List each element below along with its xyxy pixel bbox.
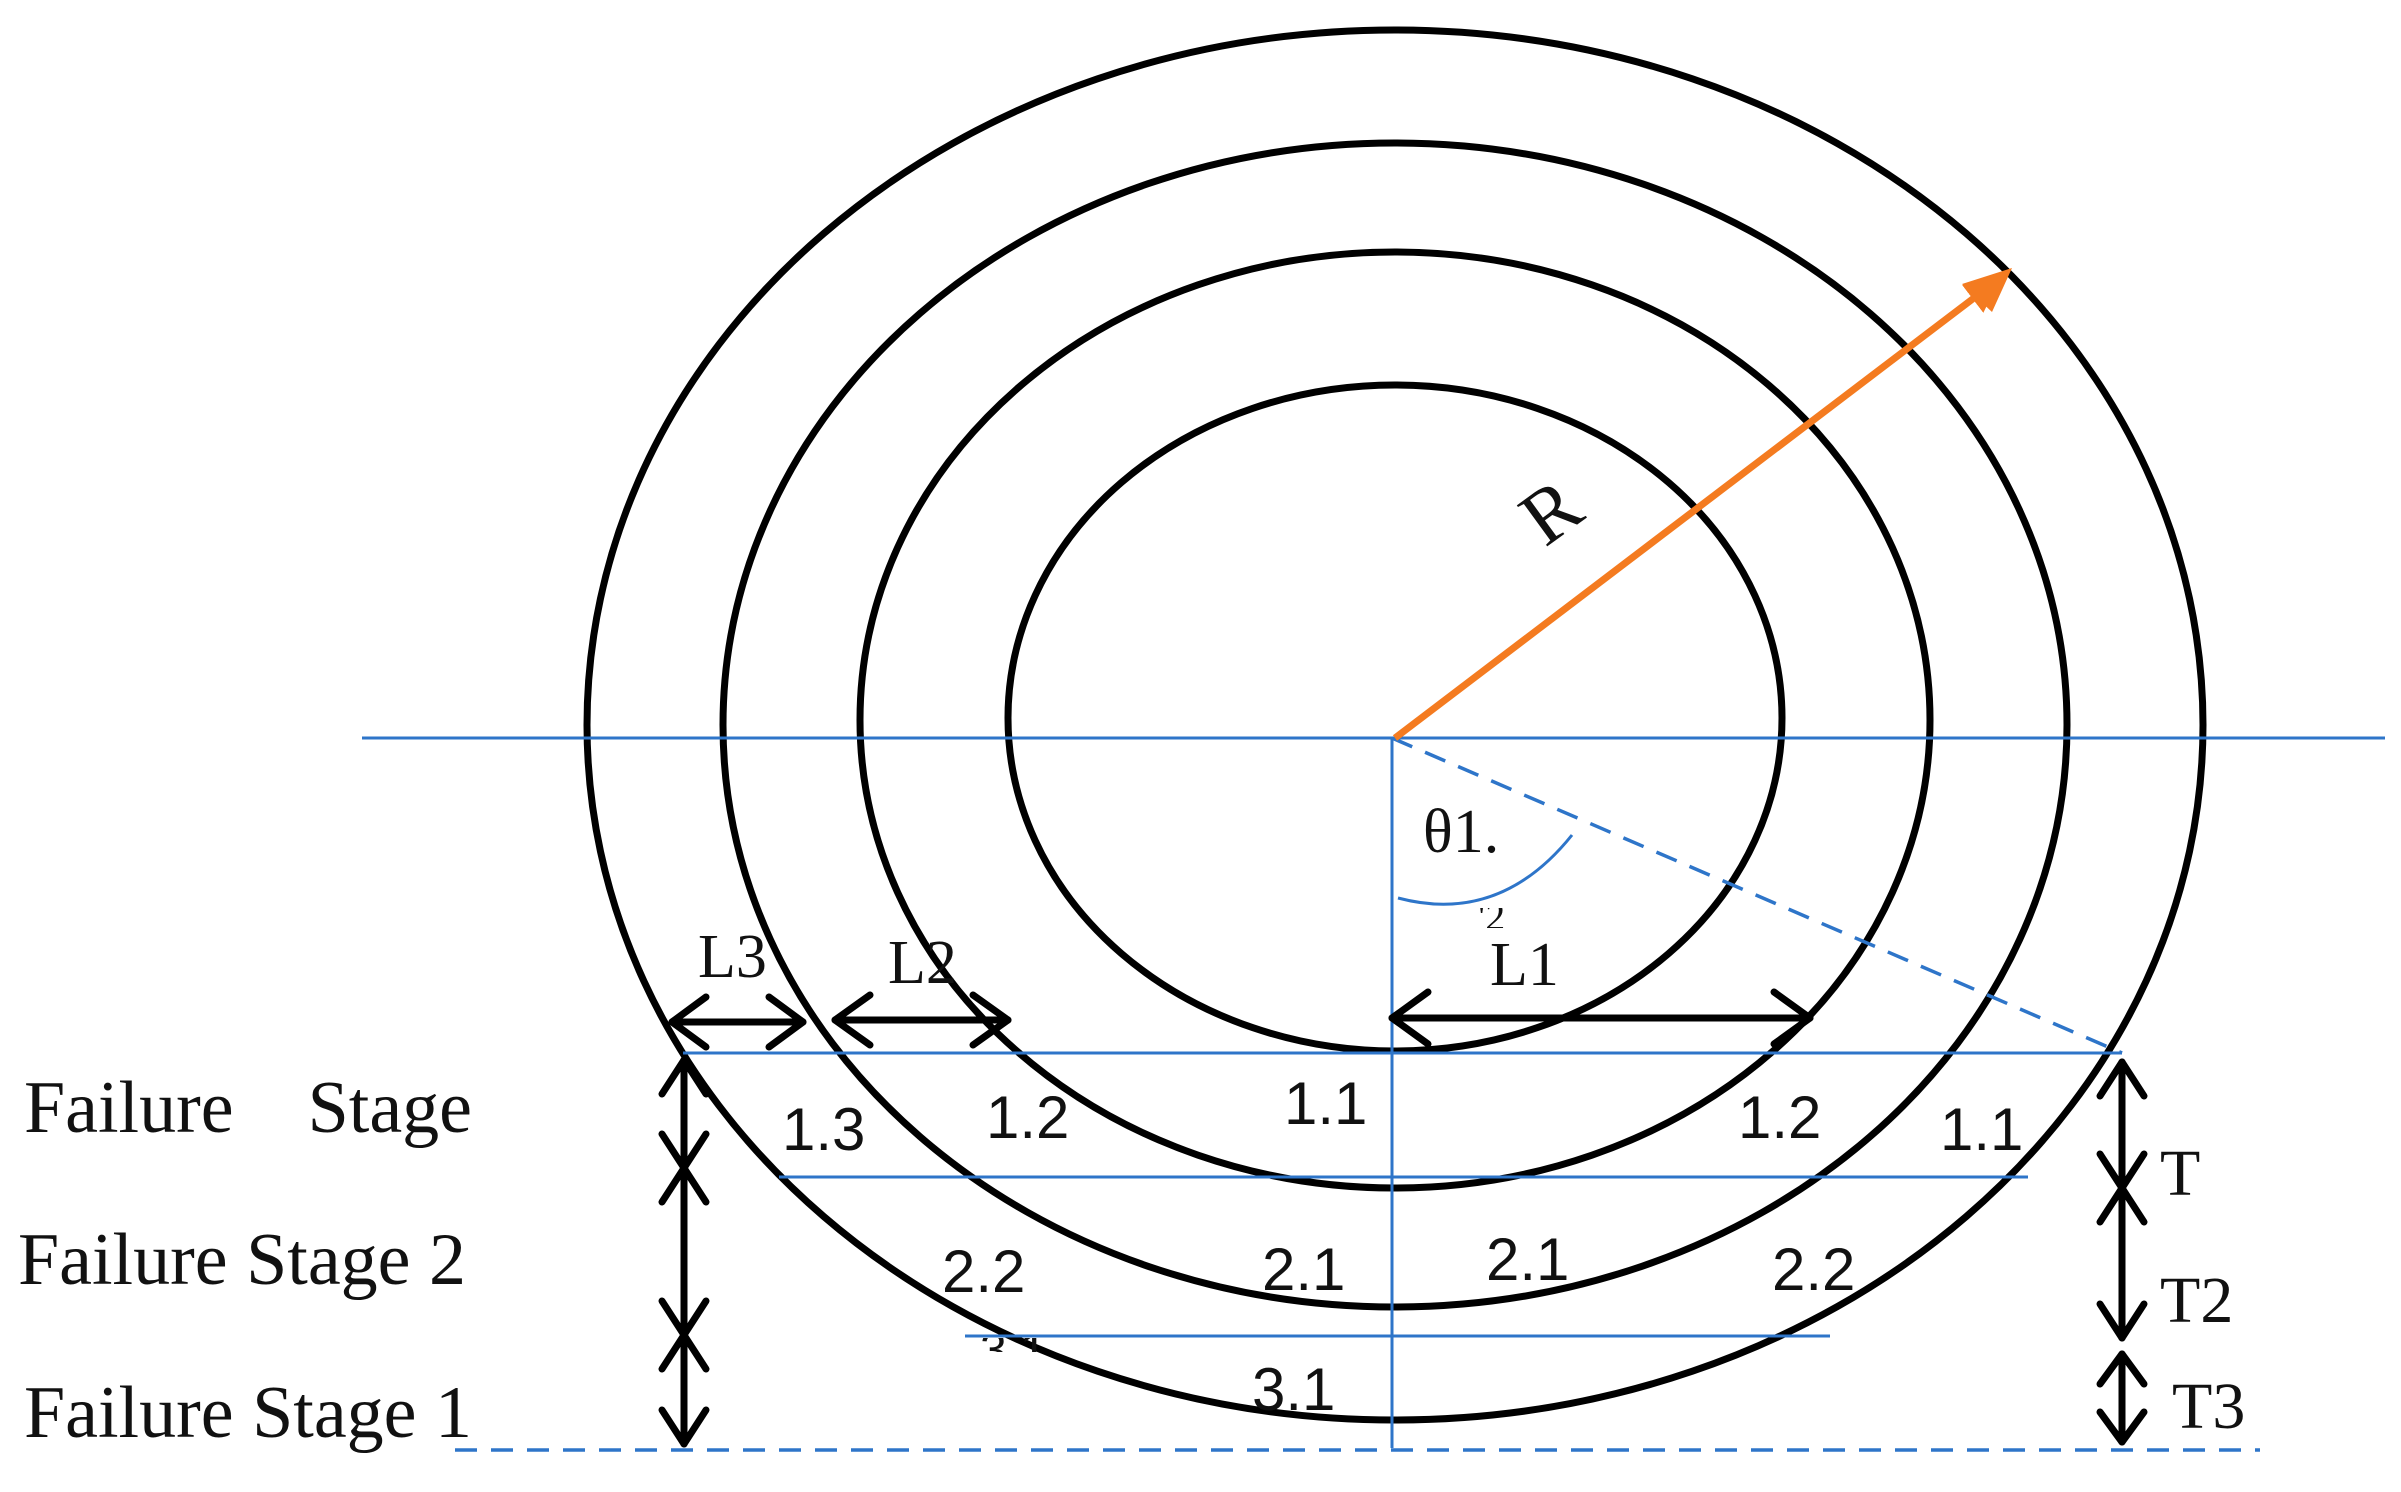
angle-fragment-label: '2	[1478, 894, 1505, 939]
l2-dimension-arrow	[831, 991, 1012, 1049]
radius-arrowhead	[1962, 268, 2012, 312]
ring-second	[856, 248, 1934, 1192]
region-right-1-2: 1.2	[1738, 1084, 1821, 1151]
diagonal-angle-line	[1391, 736, 2123, 1055]
t2-label: T2	[2160, 1264, 2233, 1337]
t1-dimension-arrow	[2096, 1058, 2148, 1192]
radius-arrow	[1392, 277, 2001, 741]
region-left-2-1: 2.1	[1262, 1236, 1345, 1303]
right-vertical-dimensions	[2096, 1058, 2148, 1446]
left-stage-arrow-bottom	[658, 1331, 710, 1448]
t3-dimension-arrow	[2096, 1350, 2148, 1446]
left-vertical-dimensions	[658, 1056, 710, 1448]
t2-dimension-arrow	[2096, 1184, 2148, 1342]
region-right-2-2: 2.2	[1772, 1236, 1855, 1303]
l1-label: L1	[1490, 931, 1559, 999]
region-left-1-3: 1.3	[782, 1096, 865, 1163]
region-right-1-1: 1.1	[1940, 1096, 2023, 1163]
radius-label: R	[1504, 461, 1597, 562]
l3-label: L3	[698, 923, 767, 991]
ring-third	[719, 139, 2071, 1311]
region-left-2-2: 2.2	[942, 1238, 1025, 1305]
angle-label: θ1.	[1423, 798, 1499, 866]
stage-label-middle: Failure Stage 2	[18, 1219, 466, 1301]
region-fragment-3: 3.1	[980, 1324, 1047, 1377]
left-stage-arrow-middle	[658, 1164, 710, 1339]
region-right-2-1: 2.1	[1486, 1226, 1569, 1293]
ring-inner	[1004, 381, 1786, 1055]
stage-label-top: Failure Stage	[24, 1067, 472, 1149]
region-center-3-1: 3.1	[1252, 1356, 1335, 1423]
l2-label: L2	[888, 929, 957, 997]
t1-label: T	[2160, 1137, 2200, 1210]
region-left-1-1: 1.1	[1284, 1070, 1367, 1137]
angle-arc	[1397, 834, 1574, 906]
stage-labels: Failure Stage Failure Stage 2 Failure St…	[18, 1067, 472, 1454]
stage-label-bottom: Failure Stage 1	[24, 1372, 472, 1454]
l3-dimension-arrow	[668, 993, 807, 1051]
region-labels: 1.3 1.2 1.1 1.2 1.1 2.2 2.1 2.1 2.2 3.1 …	[782, 1070, 2023, 1423]
t3-label: T3	[2172, 1370, 2245, 1443]
ring-outer	[583, 26, 2207, 1424]
l1-dimension-arrow	[1388, 988, 1814, 1048]
horizontal-dimensions	[668, 988, 1814, 1051]
region-left-1-2: 1.2	[986, 1084, 1069, 1151]
guide-lines	[362, 736, 2385, 1452]
rings	[583, 26, 2207, 1424]
